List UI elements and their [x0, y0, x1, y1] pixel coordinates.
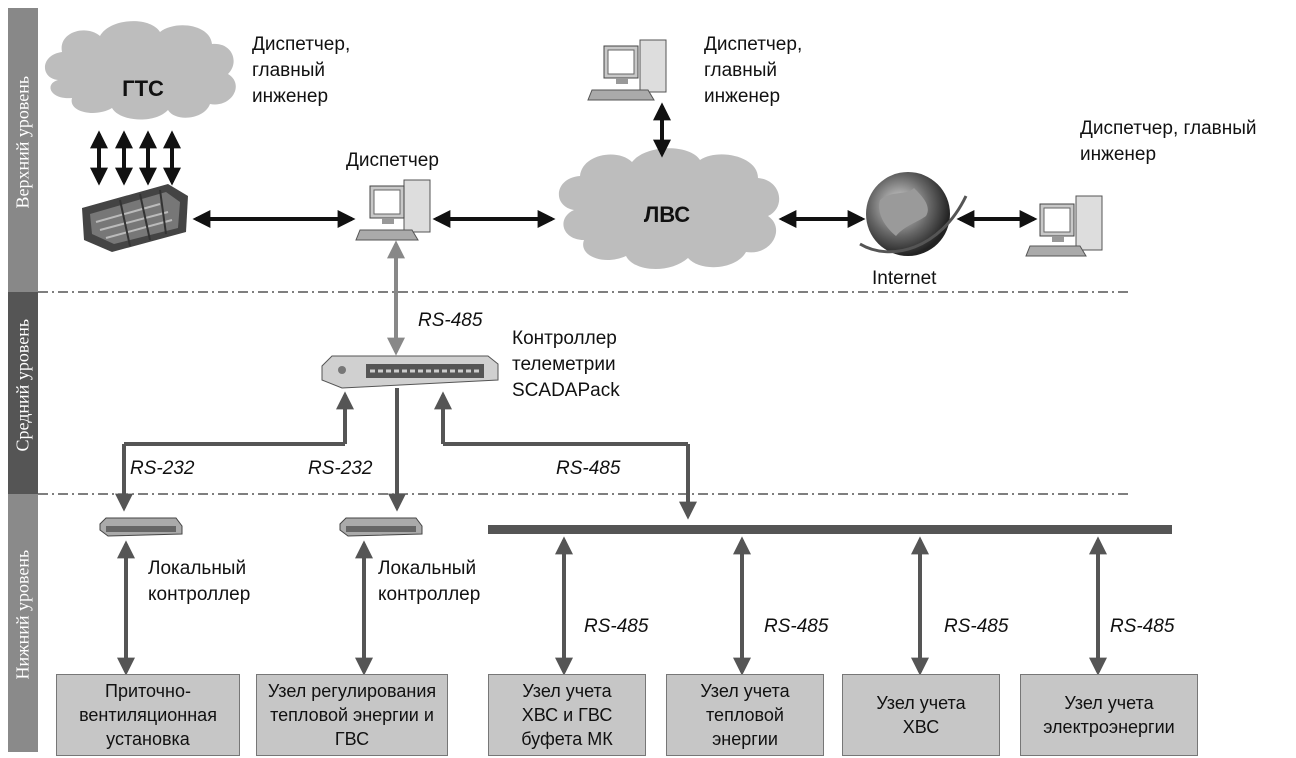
box-water-metering-buffet: Узел учета ХВС и ГВС буфета МК	[488, 674, 646, 756]
level-label-middle: Средний уровень	[12, 318, 33, 452]
internet-globe-icon	[859, 172, 968, 256]
label-local-controller-1: Локальный контроллер	[148, 558, 251, 605]
engineer3-computer-icon	[1025, 195, 1103, 257]
label-dispatcher-engineer-3: Диспетчер, главный инженер	[1080, 118, 1257, 165]
protocol-rs232-mid: RS-232	[308, 458, 373, 479]
link-controller-local1	[115, 391, 354, 512]
protocol-rs485-node4: RS-485	[1110, 616, 1175, 637]
link-controller-bus	[434, 391, 697, 520]
label-dispatcher-engineer-1: Диспетчер, главный инженер	[252, 34, 351, 107]
label-dispatcher-engineer-2: Диспетчер, главный инженер	[704, 34, 803, 107]
protocol-rs485-bus: RS-485	[556, 458, 621, 479]
protocol-rs485-top: RS-485	[418, 310, 483, 331]
protocol-rs485-node3: RS-485	[944, 616, 1009, 637]
local-controller-2-icon	[339, 517, 423, 537]
protocol-rs485-node1: RS-485	[584, 616, 649, 637]
lvs-label: ЛВС	[644, 202, 690, 227]
gts-link-arrows	[90, 130, 181, 186]
rs485-bus	[488, 525, 1172, 534]
local-controller-1-icon	[99, 517, 183, 537]
level-label-top: Верхний уровень	[12, 75, 33, 209]
level-bar-middle	[8, 292, 38, 494]
dispatcher-computer-icon	[355, 179, 431, 241]
protocol-rs232-left: RS-232	[130, 458, 195, 479]
lvs-cloud: ЛВС	[558, 148, 780, 270]
box-heat-regulation-node: Узел регулирования тепловой энергии и ГВ…	[256, 674, 448, 756]
level-bar-bottom	[8, 494, 38, 752]
modem-boards-image	[82, 184, 188, 252]
box-ventilation-unit: Приточно- вентиляционная установка	[56, 674, 240, 756]
scadapack-controller-icon	[321, 355, 499, 389]
box-heat-metering: Узел учета тепловой энергии	[666, 674, 824, 756]
engineer2-computer-icon	[587, 39, 667, 101]
label-internet: Internet	[872, 268, 937, 289]
label-dispatcher: Диспетчер	[346, 150, 439, 171]
box-electricity-metering: Узел учета электроэнергии	[1020, 674, 1198, 756]
gts-label: ГТС	[122, 76, 164, 101]
label-local-controller-2: Локальный контроллер	[378, 558, 481, 605]
level-bar-top	[8, 8, 38, 292]
protocol-rs485-node2: RS-485	[764, 616, 829, 637]
gts-cloud: ГТС	[44, 21, 236, 120]
level-label-bottom: Нижний уровень	[12, 549, 33, 680]
label-controller: Контроллер телеметрии SCADAPack	[512, 328, 620, 401]
box-cold-water-metering: Узел учета ХВС	[842, 674, 1000, 756]
